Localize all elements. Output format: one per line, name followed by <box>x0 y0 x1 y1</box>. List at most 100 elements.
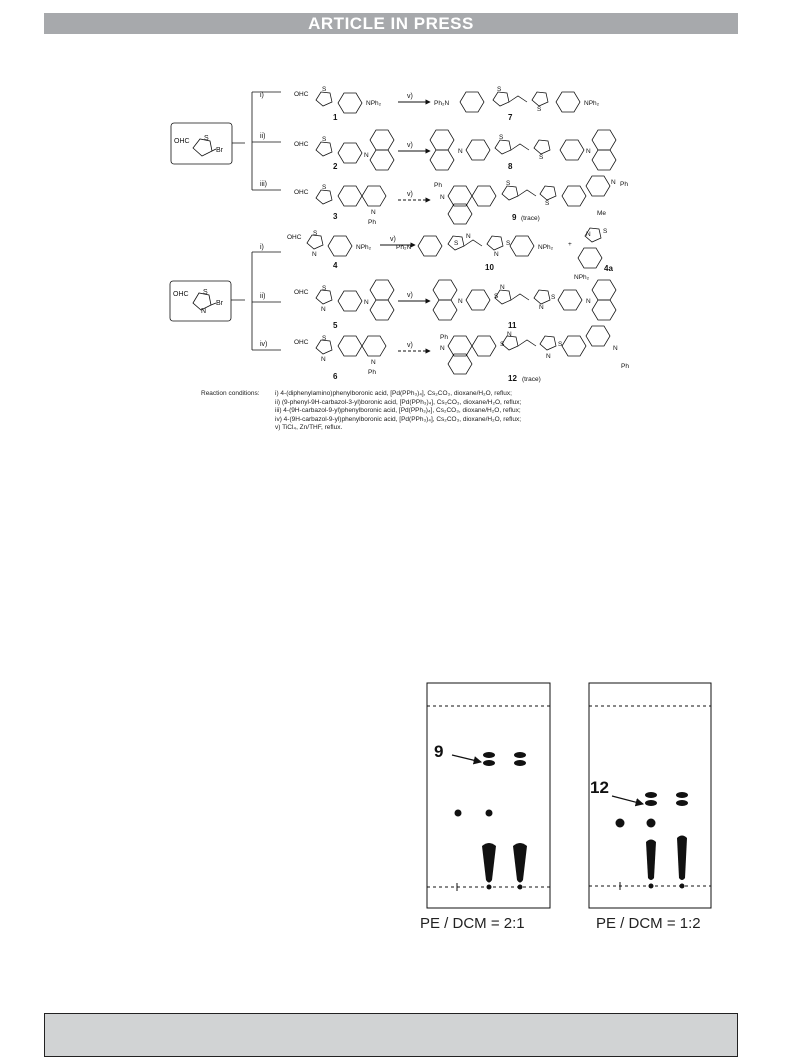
step-label: iii) <box>260 181 267 188</box>
atom-label: NPh₂ <box>366 100 382 107</box>
step-label: v) <box>407 142 413 149</box>
atom-label: N <box>613 345 618 352</box>
tlc-figure: 9 12 <box>426 682 712 909</box>
atom-label: S <box>454 240 459 247</box>
tlc-spot <box>615 818 625 828</box>
step-label: v) <box>407 93 413 100</box>
sm-cho: OHC <box>173 291 189 298</box>
atom-label: S <box>506 180 511 187</box>
tlc-streak <box>513 843 527 883</box>
sm-s: S <box>204 135 209 142</box>
trace-note: (trace) <box>521 215 540 222</box>
tlc-plate-left: 9 <box>426 682 551 909</box>
atom-label: Me <box>597 210 606 217</box>
atom-label: S <box>322 335 327 342</box>
sm-s: S <box>203 289 208 296</box>
compound-number: 2 <box>333 162 338 171</box>
trace-note: (trace) <box>522 376 541 383</box>
atom-label: N <box>546 353 551 360</box>
step-label: iv) <box>260 341 267 348</box>
atom-label: OHC <box>287 234 302 241</box>
atom-label: S <box>551 294 556 301</box>
compound-number: 4 <box>333 261 338 270</box>
atom-label: N <box>507 331 512 338</box>
condition-line: iii) 4-(9H-carbazol-9-yl)phenylboronic a… <box>275 407 521 415</box>
atom-label: N <box>364 152 369 159</box>
compound-number: 8 <box>508 162 513 171</box>
tlc-spot <box>646 818 656 828</box>
atom-label: N <box>586 298 591 305</box>
sm-br: Br <box>216 147 224 154</box>
tlc-spot <box>483 752 495 758</box>
footer-box <box>44 1013 738 1057</box>
atom-label: S <box>545 200 550 207</box>
atom-label: OHC <box>294 289 309 296</box>
tlc-spot <box>454 809 462 817</box>
atom-label: Ph <box>368 369 376 376</box>
atom-label: OHC <box>294 141 309 148</box>
atom-label: S <box>322 136 327 143</box>
atom-label: N <box>371 209 376 216</box>
compound-number: 11 <box>508 321 517 330</box>
atom-label: S <box>322 86 327 93</box>
atom-label: N <box>611 179 616 186</box>
tlc-marker-12: 12 <box>590 778 609 797</box>
tlc-streak <box>677 835 687 880</box>
sm-br: Br <box>216 300 224 307</box>
atom-label: N <box>312 251 317 258</box>
compound-number: 12 <box>508 374 517 383</box>
compound-number: 7 <box>508 113 513 122</box>
reaction-conditions: Reaction conditions: i) 4-(diphenylamino)… <box>201 390 621 433</box>
tlc-streak <box>482 843 496 883</box>
atom-label: S <box>322 184 327 191</box>
atom-label: S <box>494 293 499 300</box>
step-label: v) <box>407 292 413 299</box>
atom-label: S <box>499 134 504 141</box>
article-in-press-banner: ARTICLE IN PRESS <box>44 13 738 34</box>
tlc-spot <box>676 792 688 798</box>
compound-number: 9 <box>512 213 517 222</box>
tlc-marker-9: 9 <box>434 742 443 761</box>
compound-number: 6 <box>333 372 338 381</box>
tlc-spot <box>485 809 493 817</box>
atom-label: Ph <box>620 181 628 188</box>
atom-label: S <box>322 285 327 292</box>
atom-label: N <box>321 306 326 313</box>
compound-number: 1 <box>333 113 338 122</box>
tlc-spot <box>676 800 688 806</box>
atom-label: NPh₂ <box>538 244 554 251</box>
atom-label: Ph <box>368 219 376 226</box>
atom-label: NPh₂ <box>574 274 590 281</box>
atom-label: OHC <box>294 339 309 346</box>
tlc-caption-left: PE / DCM = 2:1 <box>420 915 525 932</box>
atom-label: S <box>539 154 544 161</box>
step-label: ii) <box>260 293 265 300</box>
atom-label: Ph₂N <box>434 100 449 107</box>
atom-label: N <box>440 345 445 352</box>
atom-label: N <box>466 233 471 240</box>
compound-number: 4a <box>604 264 613 273</box>
atom-label: N <box>500 284 505 291</box>
atom-label: S <box>506 240 511 247</box>
atom-label: OHC <box>294 91 309 98</box>
atom-label: N <box>458 298 463 305</box>
atom-label: N <box>586 148 591 155</box>
condition-line: i) 4-(diphenylamino)phenylboronic acid, … <box>275 390 512 397</box>
atom-label: N <box>586 231 591 238</box>
conditions-label: Reaction conditions: <box>201 390 260 397</box>
atom-label: OHC <box>294 189 309 196</box>
step-label: v) <box>407 342 413 349</box>
atom-label: S <box>537 106 542 113</box>
sm-cho: OHC <box>174 138 190 145</box>
atom-label: N <box>458 148 463 155</box>
tlc-spot <box>645 800 657 806</box>
atom-label: S <box>603 228 608 235</box>
compound-number: 3 <box>333 212 338 221</box>
tlc-caption-right: PE / DCM = 1:2 <box>596 915 701 932</box>
atom-label: NPh₂ <box>356 244 372 251</box>
condition-line: iv) 4-(9H-carbazol-9-yl)phenylboronic ac… <box>275 415 521 423</box>
tlc-spot <box>514 760 526 766</box>
atom-label: N <box>321 356 326 363</box>
tlc-spot <box>514 752 526 758</box>
compound-number: 5 <box>333 321 338 330</box>
